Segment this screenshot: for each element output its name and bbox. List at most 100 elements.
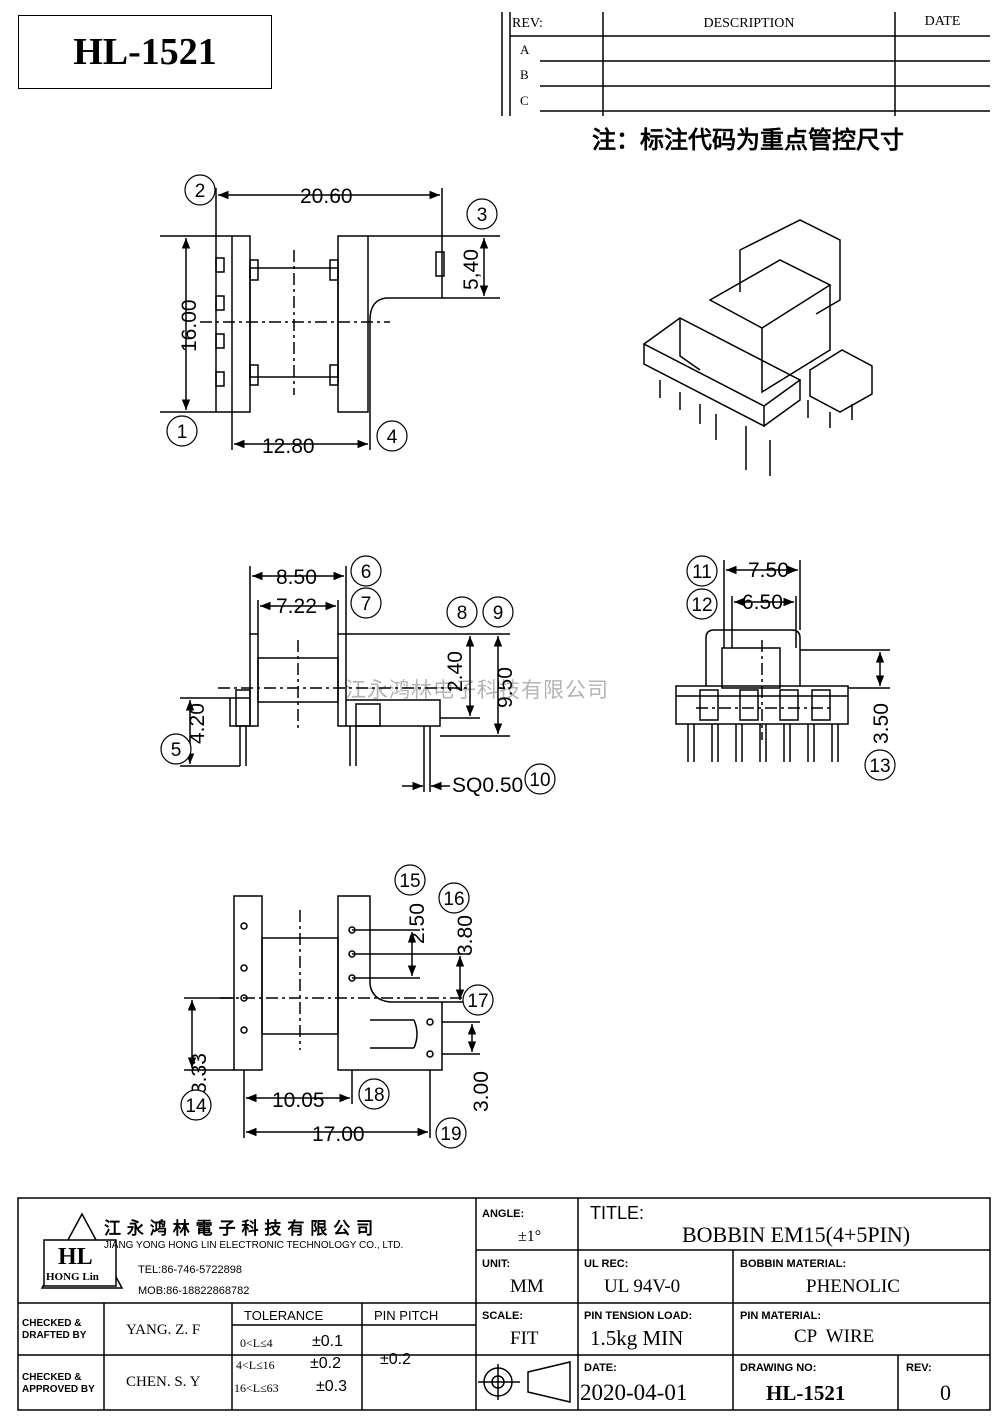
bobbin-material-value: PHENOLIC bbox=[806, 1276, 900, 1297]
technical-drawing: 20.60 16.00 5,40 12.80 8.50 7.22 2.40 9.… bbox=[160, 174, 896, 1149]
part-number: HL-1521 bbox=[73, 31, 217, 73]
tolerance-label: TOLERANCE bbox=[244, 1308, 324, 1323]
bottom-view bbox=[184, 895, 480, 1138]
callout-circle-4 bbox=[376, 420, 408, 452]
callout-label-4: 4 bbox=[387, 427, 398, 448]
date-label: DATE: bbox=[584, 1362, 617, 1374]
callout-label-3: 3 bbox=[477, 205, 488, 226]
pin-pitch-label: PIN PITCH bbox=[374, 1308, 439, 1323]
dim-side-h2: 9.50 bbox=[494, 667, 517, 708]
dim-top-width: 20.60 bbox=[300, 185, 353, 208]
revision-table bbox=[501, 12, 990, 116]
pin-tension-value: 1.5kg MIN bbox=[590, 1326, 684, 1350]
dim-front-w2: 6.50 bbox=[742, 591, 783, 614]
front-view bbox=[675, 560, 890, 762]
pin-tension-label: PIN TENSION LOAD: bbox=[584, 1310, 693, 1322]
callout-label-14: 14 bbox=[185, 1096, 207, 1117]
dim-side-h1: 2.40 bbox=[444, 651, 467, 692]
rev-row-c: C bbox=[520, 93, 529, 108]
dim-top-base: 12.80 bbox=[262, 435, 315, 458]
callout-circle-9 bbox=[482, 596, 514, 628]
title-label: TITLE: bbox=[590, 1203, 645, 1223]
scale-label: SCALE: bbox=[482, 1310, 523, 1322]
dim-side-w1: 8.50 bbox=[276, 566, 317, 589]
callout-circle-2 bbox=[184, 174, 216, 206]
tolerance-value-1: ±0.1 bbox=[312, 1333, 344, 1350]
callout-label-12: 12 bbox=[691, 595, 712, 616]
checked-drafted-label: CHECKED & DRAFTED BY bbox=[22, 1318, 87, 1341]
callout-circle-6 bbox=[350, 555, 382, 587]
ul-label: UL REC: bbox=[584, 1258, 629, 1270]
watermark: 江永鸿林电子科技有限公司 bbox=[345, 678, 609, 702]
dim-top-height: 16.00 bbox=[178, 299, 201, 352]
unit-label: UNIT: bbox=[482, 1258, 511, 1270]
callout-circle-18 bbox=[358, 1078, 390, 1110]
callout-circle-16 bbox=[438, 882, 470, 914]
callout-circle-17 bbox=[462, 984, 494, 1016]
dim-bottom-l: 3.33 bbox=[188, 1053, 211, 1094]
part-number-box: HL-1521 bbox=[18, 15, 272, 89]
logo-mark: HL bbox=[58, 1244, 93, 1270]
unit-value: MM bbox=[510, 1276, 544, 1297]
callout-label-5: 5 bbox=[171, 740, 182, 761]
tolerance-range-1: 0<L≤4 bbox=[240, 1336, 273, 1350]
callout-circle-11 bbox=[686, 555, 718, 587]
dim-bottom-r: 3.00 bbox=[470, 1071, 493, 1112]
dim-bottom-w2: 17.00 bbox=[312, 1123, 365, 1146]
side-view bbox=[180, 566, 510, 792]
rev-header: REV: bbox=[512, 16, 543, 31]
callout-circle-14 bbox=[180, 1089, 212, 1121]
callout-circle-19 bbox=[435, 1117, 467, 1149]
tolerance-value-2: ±0.2 bbox=[310, 1355, 342, 1372]
isometric-view bbox=[642, 219, 873, 476]
rev-value: 0 bbox=[940, 1380, 951, 1405]
rev-row-b: B bbox=[520, 67, 529, 82]
scale-value: FIT bbox=[510, 1328, 539, 1349]
dim-side-w2: 7.22 bbox=[276, 595, 317, 618]
angle-value: ±1° bbox=[518, 1228, 542, 1245]
key-dimension-note: 注：标注代码为重点管控尺寸 bbox=[592, 126, 904, 154]
title-value: BOBBIN EM15(4+5PIN) bbox=[682, 1222, 911, 1247]
callout-circle-13 bbox=[864, 749, 896, 781]
approved-by: CHEN. S. Y bbox=[126, 1374, 201, 1390]
drawing-no-label: DRAWING NO: bbox=[740, 1362, 817, 1374]
dim-top-notch: 5,40 bbox=[460, 249, 483, 290]
callout-circle-12 bbox=[686, 588, 718, 620]
callout-circle-1 bbox=[166, 415, 198, 447]
callout-circle-10 bbox=[524, 763, 556, 795]
top-view bbox=[160, 188, 500, 450]
checked-approved-label: CHECKED & APPROVED BY bbox=[22, 1372, 95, 1395]
callout-label-7: 7 bbox=[361, 594, 372, 615]
description-header: DESCRIPTION bbox=[703, 16, 795, 31]
date-value: 2020-04-01 bbox=[580, 1380, 688, 1405]
tolerance-range-2: 4<L≤16 bbox=[236, 1358, 275, 1372]
callout-label-18: 18 bbox=[363, 1085, 384, 1106]
callout-label-9: 9 bbox=[493, 603, 504, 624]
company-name-en: JIANG YONG HONG LIN ELECTRONIC TECHNOLOG… bbox=[104, 1240, 404, 1251]
callout-label-8: 8 bbox=[457, 603, 468, 624]
company-mob: MOB:86-18822868782 bbox=[138, 1285, 250, 1297]
tolerance-range-3: 16<L≤63 bbox=[234, 1381, 279, 1395]
company-name-cn: 江 永 鸿 林 電 子 科 技 有 限 公 司 bbox=[104, 1219, 374, 1239]
dim-front-w1: 7.50 bbox=[748, 559, 789, 582]
dim-front-h: 3.50 bbox=[870, 703, 893, 744]
company-tel: TEL:86-746-5722898 bbox=[138, 1264, 242, 1276]
callout-label-15: 15 bbox=[399, 871, 420, 892]
callout-label-2: 2 bbox=[195, 181, 206, 202]
pin-material-value: CP WIRE bbox=[794, 1326, 875, 1347]
angle-label: ANGLE: bbox=[482, 1208, 525, 1220]
dim-bottom-w1: 10.05 bbox=[272, 1089, 325, 1112]
callout-label-1: 1 bbox=[177, 422, 188, 443]
date-header: DATE bbox=[924, 14, 961, 29]
callout-label-11: 11 bbox=[692, 562, 712, 583]
callout-label-16: 16 bbox=[443, 889, 464, 910]
callout-label-17: 17 bbox=[467, 991, 488, 1012]
pin-material-label: PIN MATERIAL: bbox=[740, 1310, 822, 1322]
callout-label-10: 10 bbox=[529, 770, 550, 791]
logo-subtitle: HONG Lin bbox=[46, 1271, 99, 1283]
callout-label-6: 6 bbox=[361, 562, 372, 583]
dim-bottom-h2: 3.80 bbox=[454, 915, 477, 956]
callout-circle-5 bbox=[160, 733, 192, 765]
